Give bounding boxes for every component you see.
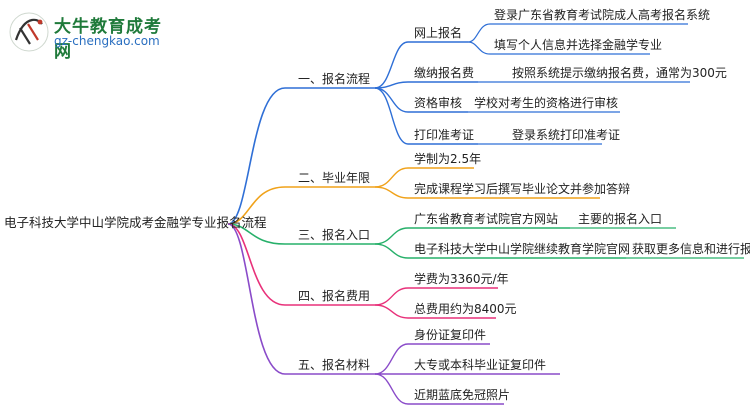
node-college-site: 电子科技大学中山学院继续教育学院官网 — [414, 242, 631, 256]
node-print-admission: 打印准考证 — [414, 128, 475, 142]
connector-root-branch-3 — [227, 223, 286, 245]
node-pay-fee-detail: 按照系统提示缴纳报名费，通常为300元 — [512, 66, 727, 80]
branch-5-label: 五、报名材料 — [298, 358, 371, 372]
node-duration: 学制为2.5年 — [414, 152, 482, 166]
node-total-cost: 总费用约为8400元 — [414, 302, 517, 316]
branch-4-label: 四、报名费用 — [298, 289, 371, 303]
branch-3-label: 三、报名入口 — [298, 228, 371, 242]
node-more-info: 获取更多信息和进行报名 — [632, 242, 750, 256]
node-main-entry: 主要的报名入口 — [578, 212, 663, 226]
node-review-detail: 学校对考生的资格进行审核 — [474, 96, 619, 110]
node-photo: 近期蓝底免冠照片 — [414, 388, 511, 402]
node-thesis: 完成课程学习后撰写毕业论文并参加答辩 — [414, 182, 631, 196]
node-login-system: 登录广东省教育考试院成人高考报名系统 — [494, 8, 711, 22]
logo-title: 大牛教育成考网 — [54, 17, 162, 62]
node-online-registration: 网上报名 — [414, 26, 463, 40]
root-node: 电子科技大学中山学院成考金融学专业报名流程 — [4, 215, 267, 230]
node-tuition: 学费为3360元/年 — [414, 272, 509, 286]
node-pay-fee: 缴纳报名费 — [414, 66, 475, 80]
node-id-copy: 身份证复印件 — [414, 328, 487, 342]
site-logo: 大牛教育成考网 gz-chengkao.com — [8, 10, 168, 62]
branch-1-label: 一、报名流程 — [298, 72, 371, 86]
node-print-detail: 登录系统打印准考证 — [512, 128, 621, 142]
connector-root-branch-4 — [227, 223, 286, 306]
connector-root-branch-1 — [227, 87, 286, 225]
node-diploma-copy: 大专或本科毕业证复印件 — [414, 358, 547, 372]
connector-root-branch-5 — [227, 223, 286, 375]
logo-mark-icon — [9, 12, 49, 52]
connector-root-branch-2 — [227, 186, 286, 225]
node-fill-info: 填写个人信息并选择金融学专业 — [494, 38, 663, 52]
logo-url: gz-chengkao.com — [54, 34, 160, 48]
node-exam-authority-site: 广东省教育考试院官方网站 — [414, 212, 559, 226]
node-qualification-review: 资格审核 — [414, 96, 463, 110]
branch-2-label: 二、毕业年限 — [298, 171, 371, 185]
